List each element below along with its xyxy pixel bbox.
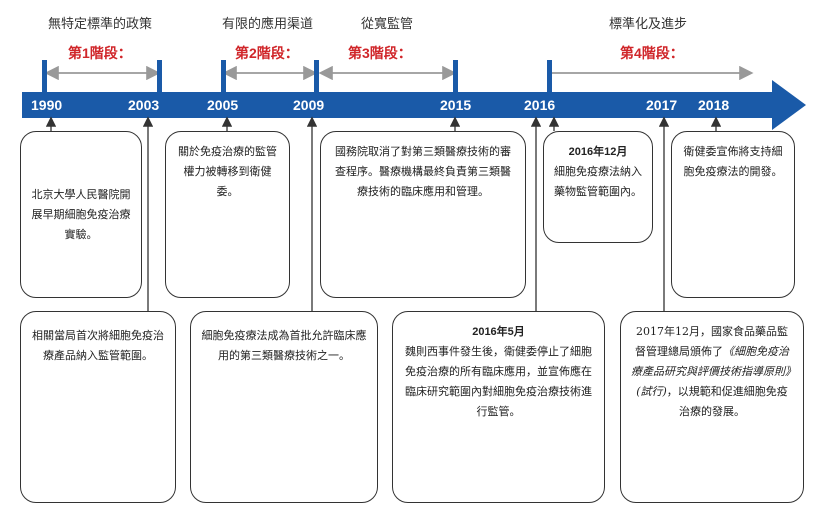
marker-2016 bbox=[547, 60, 552, 92]
event-box-2017: 2017年12月，國家食品藥品監督管理總局頒佈了《細胞免疫治療產品研究與評價技術… bbox=[620, 311, 804, 503]
marker-1990 bbox=[42, 60, 47, 92]
event-text-2017-b: 《細胞免疫治療產品研究與評價技術指導原則》 bbox=[631, 345, 796, 378]
year-2015: 2015 bbox=[440, 97, 472, 113]
event-text-2005: 關於免疫治療的監管權力被轉移到衛健委。 bbox=[178, 145, 277, 198]
event-text-2017-c: (試行) bbox=[636, 385, 667, 398]
year-2017: 2017 bbox=[646, 97, 678, 113]
marker-2003 bbox=[157, 60, 162, 92]
stage-2-label: 第2階段： bbox=[235, 45, 299, 61]
phase-1-title: 無特定標準的政策 bbox=[48, 17, 153, 32]
phase-3-title: 從寬監管 bbox=[361, 17, 414, 32]
phase-4-title: 標準化及進步 bbox=[609, 17, 688, 32]
event-box-2016-may: 2016年5月 魏則西事件發生後，衛健委停止了細胞免疫治療的所有臨床應用，並宣佈… bbox=[392, 311, 605, 503]
timeline-arrow bbox=[22, 80, 806, 130]
event-text-2016-may: 魏則西事件發生後，衛健委停止了細胞免疫治療的所有臨床應用，並宣佈應在臨床研究範圍… bbox=[405, 345, 592, 418]
event-box-2015: 國務院取消了對第三類醫療技術的審查程序。醫療機構最終負責第三類醫療技術的臨床應用… bbox=[320, 131, 526, 298]
event-date-2016-dec: 2016年12月 bbox=[568, 146, 628, 158]
marker-2015 bbox=[453, 60, 458, 92]
event-text-2003: 相關當局首次將細胞免疫治療產品納入監管範圍。 bbox=[32, 329, 164, 362]
event-text-2016-dec: 細胞免疫療法納入藥物監管範圍內。 bbox=[554, 165, 642, 198]
stage-1-label: 第1階段： bbox=[68, 45, 132, 61]
stage-4-label: 第4階段： bbox=[620, 45, 684, 61]
year-2009: 2009 bbox=[293, 97, 325, 113]
event-text-2015: 國務院取消了對第三類醫療技術的審查程序。醫療機構最終負責第三類醫療技術的臨床應用… bbox=[335, 145, 511, 198]
event-text-2017-d: ，以規範和促進細胞免疫治療的發展。 bbox=[666, 385, 788, 418]
event-text-2017-a: 2017年12月，國家食品藥品監督管理總局頒佈了 bbox=[635, 325, 788, 358]
event-box-2005: 關於免疫治療的監管權力被轉移到衛健委。 bbox=[165, 131, 290, 298]
event-date-2016-may: 2016年5月 bbox=[472, 326, 525, 338]
year-2005: 2005 bbox=[207, 97, 239, 113]
phase-2-title: 有限的應用渠道 bbox=[222, 17, 314, 32]
event-box-1990: 北京大學人民醫院開展早期細胞免疫治療實驗。 bbox=[20, 131, 142, 298]
year-2016: 2016 bbox=[524, 97, 556, 113]
event-text-2018: 衛健委宣佈將支持細胞免疫療法的開發。 bbox=[683, 145, 783, 178]
marker-2005 bbox=[221, 60, 226, 92]
event-box-2016-dec: 2016年12月 細胞免疫療法納入藥物監管範圍內。 bbox=[543, 131, 653, 243]
marker-2009 bbox=[314, 60, 319, 92]
year-2003: 2003 bbox=[128, 97, 160, 113]
event-box-2018: 衛健委宣佈將支持細胞免疫療法的開發。 bbox=[671, 131, 795, 298]
event-text-2009: 細胞免疫療法成為首批允許臨床應用的第三類醫療技術之一。 bbox=[201, 329, 367, 362]
event-box-2003: 相關當局首次將細胞免疫治療產品納入監管範圍。 bbox=[20, 311, 176, 503]
event-box-2009: 細胞免疫療法成為首批允許臨床應用的第三類醫療技術之一。 bbox=[190, 311, 378, 503]
stage-3-label: 第3階段： bbox=[348, 45, 412, 61]
event-text-1990: 北京大學人民醫院開展早期細胞免疫治療實驗。 bbox=[31, 187, 131, 241]
year-1990: 1990 bbox=[31, 97, 63, 113]
year-2018: 2018 bbox=[698, 97, 730, 113]
